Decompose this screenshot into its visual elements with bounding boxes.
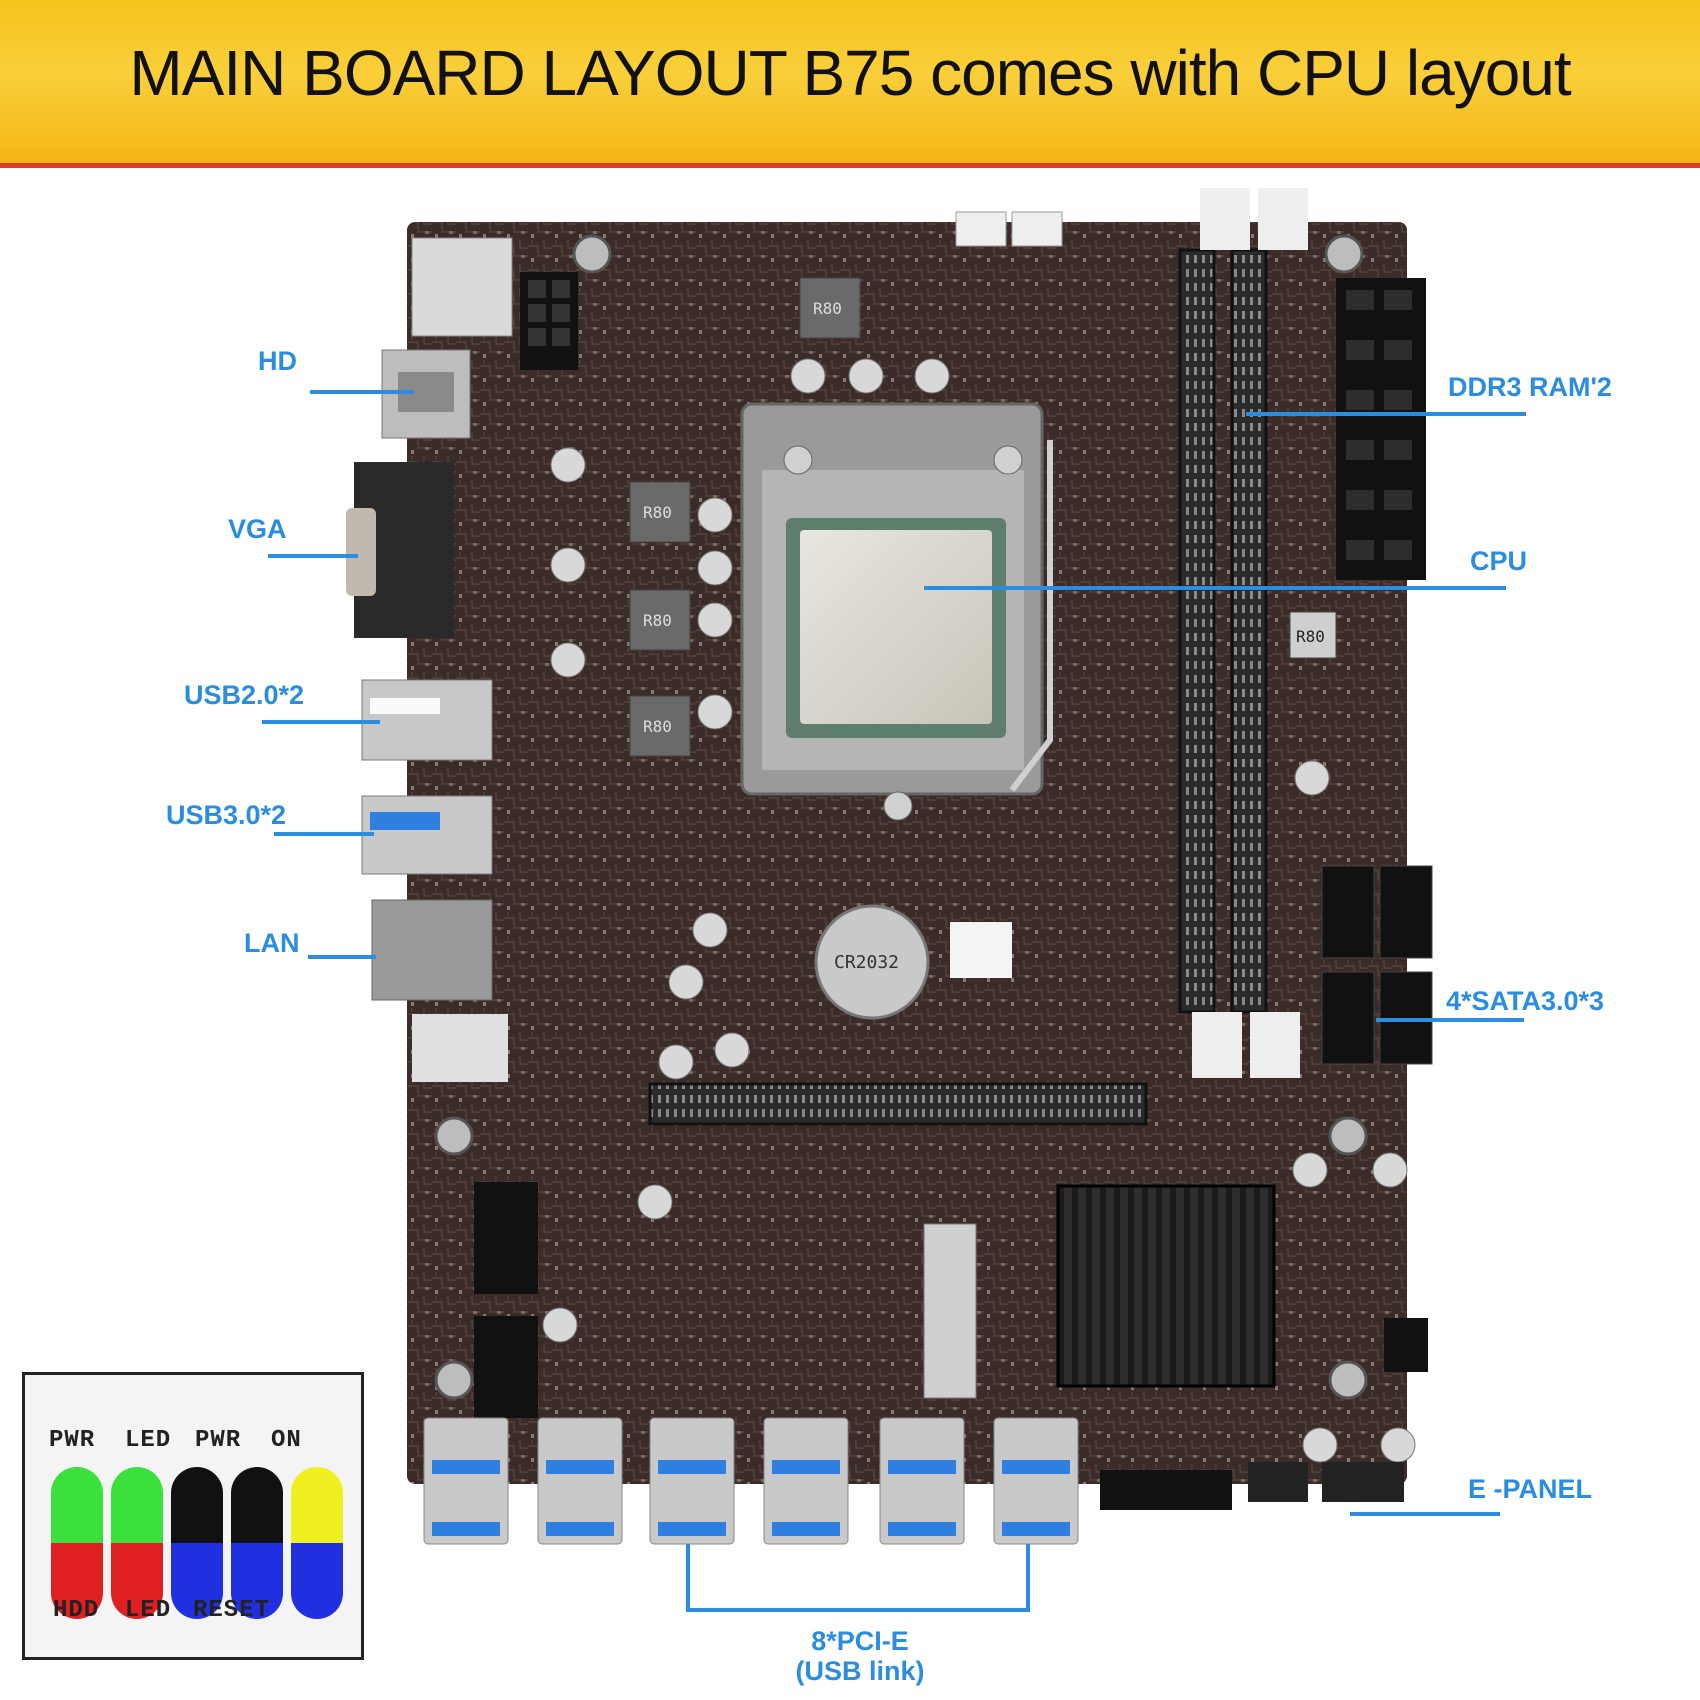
label-pcie-sub: (USB link) bbox=[795, 1656, 925, 1686]
label-pcie: 8*PCI-E bbox=[811, 1626, 909, 1656]
leader-lan bbox=[308, 955, 376, 959]
leader-usb30 bbox=[274, 832, 374, 836]
leader-hd bbox=[310, 390, 414, 394]
legend-pin-4 bbox=[231, 1467, 283, 1619]
legend-top-1: PWR bbox=[49, 1427, 96, 1454]
atx-24pin bbox=[1336, 278, 1426, 580]
pcie-x1-slot bbox=[648, 1082, 1148, 1126]
pcie-caption: 8*PCI-E (USB link) bbox=[720, 1626, 1000, 1686]
choke-marking-1: R80 bbox=[643, 503, 672, 522]
label-epanel: E -PANEL bbox=[1468, 1474, 1593, 1504]
bracket-pcie-bottom bbox=[686, 1608, 1030, 1612]
leader-sata bbox=[1376, 1018, 1524, 1022]
label-vga: VGA bbox=[228, 514, 287, 544]
ram-slots bbox=[1178, 188, 1308, 1078]
bracket-pcie-right bbox=[1026, 1544, 1030, 1612]
label-sata: 4*SATA3.0*3 bbox=[1446, 986, 1605, 1016]
legend-bottom-1: HDD bbox=[53, 1597, 100, 1624]
label-lan: LAN bbox=[244, 928, 300, 958]
usb-link-ports bbox=[423, 1417, 1079, 1545]
cmos-battery bbox=[814, 904, 930, 1020]
legend-pin-3 bbox=[171, 1467, 223, 1619]
title-banner: MAIN BOARD LAYOUT B75 comes with CPU lay… bbox=[0, 0, 1700, 168]
label-hd: HD bbox=[258, 346, 297, 376]
label-usb20: USB2.0*2 bbox=[184, 680, 305, 710]
legend-top-3: PWR bbox=[195, 1427, 242, 1454]
legend-bottom-3: RESET bbox=[193, 1597, 271, 1624]
choke-marking-3: R80 bbox=[643, 717, 672, 736]
legend-pin-1 bbox=[51, 1467, 103, 1619]
label-ddr3: DDR3 RAM'2 bbox=[1448, 372, 1612, 402]
capacitors bbox=[542, 358, 1416, 1463]
label-usb30: USB3.0*2 bbox=[166, 800, 287, 830]
leader-usb20 bbox=[262, 720, 380, 724]
label-cpu: CPU bbox=[1470, 546, 1528, 576]
banner-title: MAIN BOARD LAYOUT B75 comes with CPU lay… bbox=[129, 37, 1571, 109]
leader-cpu bbox=[924, 586, 1506, 590]
legend-pin-2 bbox=[111, 1467, 163, 1619]
rear-io bbox=[346, 237, 513, 1082]
chipset-heatsink bbox=[1056, 1184, 1276, 1388]
legend-pin-5 bbox=[291, 1467, 343, 1619]
front-panel-legend: PWR LED PWR ON HDD LED RESET bbox=[22, 1372, 364, 1660]
choke-marking-4: R80 bbox=[813, 299, 842, 318]
choke-marking-2: R80 bbox=[643, 611, 672, 630]
leader-vga bbox=[268, 554, 358, 558]
legend-top-4: ON bbox=[271, 1427, 302, 1454]
battery-marking: CR2032 bbox=[834, 952, 899, 973]
legend-bottom-2: LED bbox=[125, 1597, 172, 1624]
vrm-chokes bbox=[629, 277, 1337, 757]
legend-top-2: LED bbox=[125, 1427, 172, 1454]
choke-marking-5: R80 bbox=[1296, 627, 1325, 646]
bracket-pcie-left bbox=[686, 1544, 690, 1612]
leader-ddr3 bbox=[1246, 412, 1526, 416]
leader-epanel bbox=[1350, 1512, 1500, 1516]
